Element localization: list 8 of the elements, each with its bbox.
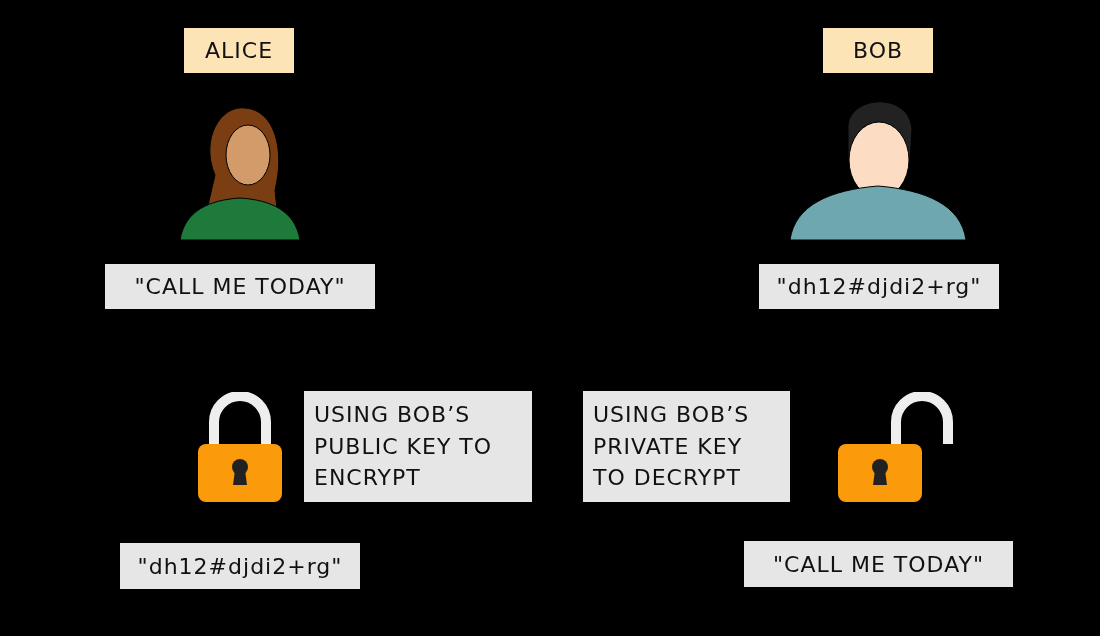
message-box: "CALL ME TODAY" <box>744 541 1013 587</box>
name-label: ALICE <box>184 28 294 73</box>
step-note: USING BOB’S PUBLIC KEY TO ENCRYPT <box>304 391 532 502</box>
step-note: USING BOB’S PRIVATE KEY TO DECRYPT <box>583 391 790 502</box>
name-label: BOB <box>823 28 933 73</box>
message-box: "dh12#djdi2+rg" <box>759 264 999 309</box>
message-box: "dh12#djdi2+rg" <box>120 543 360 589</box>
message-box: "CALL ME TODAY" <box>105 264 375 309</box>
